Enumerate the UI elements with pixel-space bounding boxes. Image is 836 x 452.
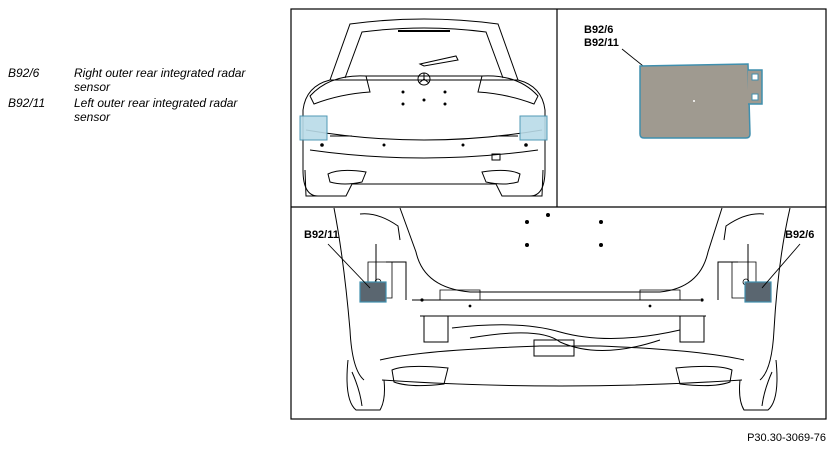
callout-label: B92/6 — [584, 24, 613, 36]
callout-leader — [761, 243, 801, 289]
callout-label: B92/11 — [584, 37, 619, 49]
callout-leader — [327, 243, 371, 289]
radar-sensor-highlight-right — [519, 115, 548, 141]
figure-reference: P30.30-3069-76 — [747, 432, 826, 444]
radar-sensor-highlight-left — [299, 115, 328, 141]
radar-sensor-detail — [639, 63, 763, 139]
legend-code: B92/11 — [8, 96, 46, 110]
radar-sensor-underbody-left — [359, 281, 387, 303]
rear-view-car — [302, 18, 546, 197]
legend-description: Left outer rear integrated radar sensor — [74, 96, 238, 124]
legend-code: B92/6 — [8, 66, 40, 80]
legend-item: B92/11 Left outer rear integrated radar … — [8, 96, 278, 124]
underbody-dots — [420, 213, 704, 308]
radar-sensor-underbody-right — [744, 281, 772, 303]
callout-label: B92/6 — [785, 229, 814, 241]
legend: B92/6 Right outer rear integrated radar … — [8, 66, 278, 126]
legend-item: B92/6 Right outer rear integrated radar … — [8, 66, 278, 94]
legend-description: Right outer rear integrated radar sensor — [74, 66, 246, 94]
callout-label: B92/11 — [304, 229, 339, 241]
underbody-view — [333, 207, 791, 411]
rear-view-dots — [320, 90, 528, 147]
